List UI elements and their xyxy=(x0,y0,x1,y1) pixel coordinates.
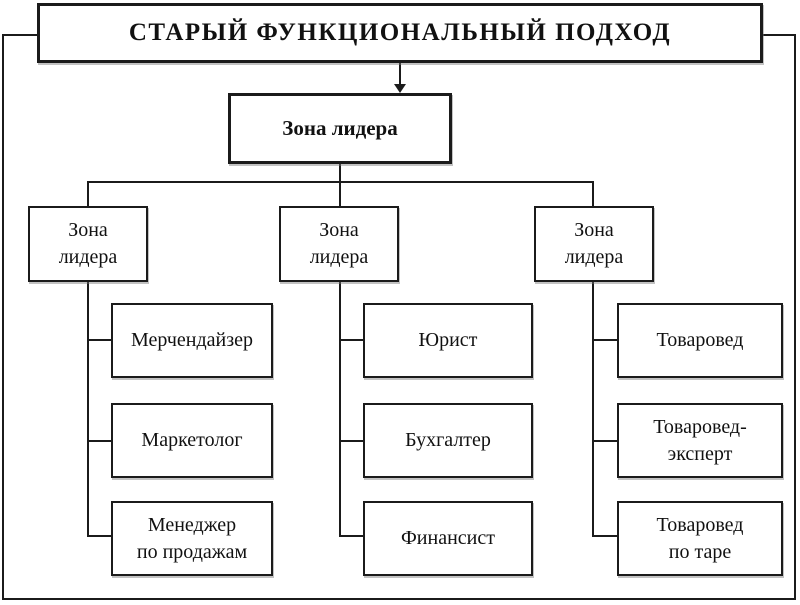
stub-right-2 xyxy=(592,440,617,442)
stub-right-1 xyxy=(592,339,617,341)
diagram-title: СТАРЫЙ ФУНКЦИОНАЛЬНЫЙ ПОДХОД xyxy=(128,19,672,47)
leaf-node: Мерчендайзер xyxy=(111,303,273,378)
branch-node-mid: Зона лидера xyxy=(279,206,399,282)
connector-drop-mid xyxy=(339,181,341,206)
spine-right xyxy=(592,282,594,537)
connector-drop-right xyxy=(592,181,594,206)
stub-mid-2 xyxy=(339,440,363,442)
stub-mid-3 xyxy=(339,535,363,537)
leaf-node-label: Товаровед по таре xyxy=(656,513,744,563)
connector-root-down xyxy=(339,164,341,183)
down-arrow-icon xyxy=(394,84,406,93)
leaf-node-label: Финансист xyxy=(401,527,495,549)
branch-node-label: Зона лидера xyxy=(309,219,369,268)
branch-node-label: Зона лидера xyxy=(58,219,118,268)
leaf-node: Финансист xyxy=(363,501,533,576)
root-node: Зона лидера xyxy=(228,93,452,164)
leaf-node: Товаровед- эксперт xyxy=(617,403,783,478)
leaf-node: Товаровед xyxy=(617,303,783,378)
stub-left-1 xyxy=(87,339,111,341)
root-node-label: Зона лидера xyxy=(282,116,398,141)
leaf-node-label: Товаровед xyxy=(656,329,744,351)
leaf-node: Менеджер по продажам xyxy=(111,501,273,576)
leaf-node-label: Мерчендайзер xyxy=(130,329,254,351)
arrow-shaft-line xyxy=(399,63,401,86)
leaf-node-label: Маркетолог xyxy=(141,429,243,451)
stub-left-2 xyxy=(87,440,111,442)
branch-node-label: Зона лидера xyxy=(564,219,624,268)
leaf-node-label: Менеджер по продажам xyxy=(136,513,248,563)
spine-mid xyxy=(339,282,341,537)
leaf-node: Бухгалтер xyxy=(363,403,533,478)
stub-mid-1 xyxy=(339,339,363,341)
leaf-node-label: Бухгалтер xyxy=(405,429,491,451)
leaf-node: Юрист xyxy=(363,303,533,378)
branch-node-left: Зона лидера xyxy=(28,206,148,282)
leaf-node-label: Юрист xyxy=(418,329,478,351)
leaf-node-label: Товаровед- эксперт xyxy=(653,415,747,465)
spine-left xyxy=(87,282,89,537)
diagram-title-box: СТАРЫЙ ФУНКЦИОНАЛЬНЫЙ ПОДХОД xyxy=(37,3,763,63)
branch-node-right: Зона лидера xyxy=(534,206,654,282)
stub-right-3 xyxy=(592,535,617,537)
stub-left-3 xyxy=(87,535,111,537)
leaf-node: Маркетолог xyxy=(111,403,273,478)
leaf-node: Товаровед по таре xyxy=(617,501,783,576)
connector-drop-left xyxy=(87,181,89,206)
